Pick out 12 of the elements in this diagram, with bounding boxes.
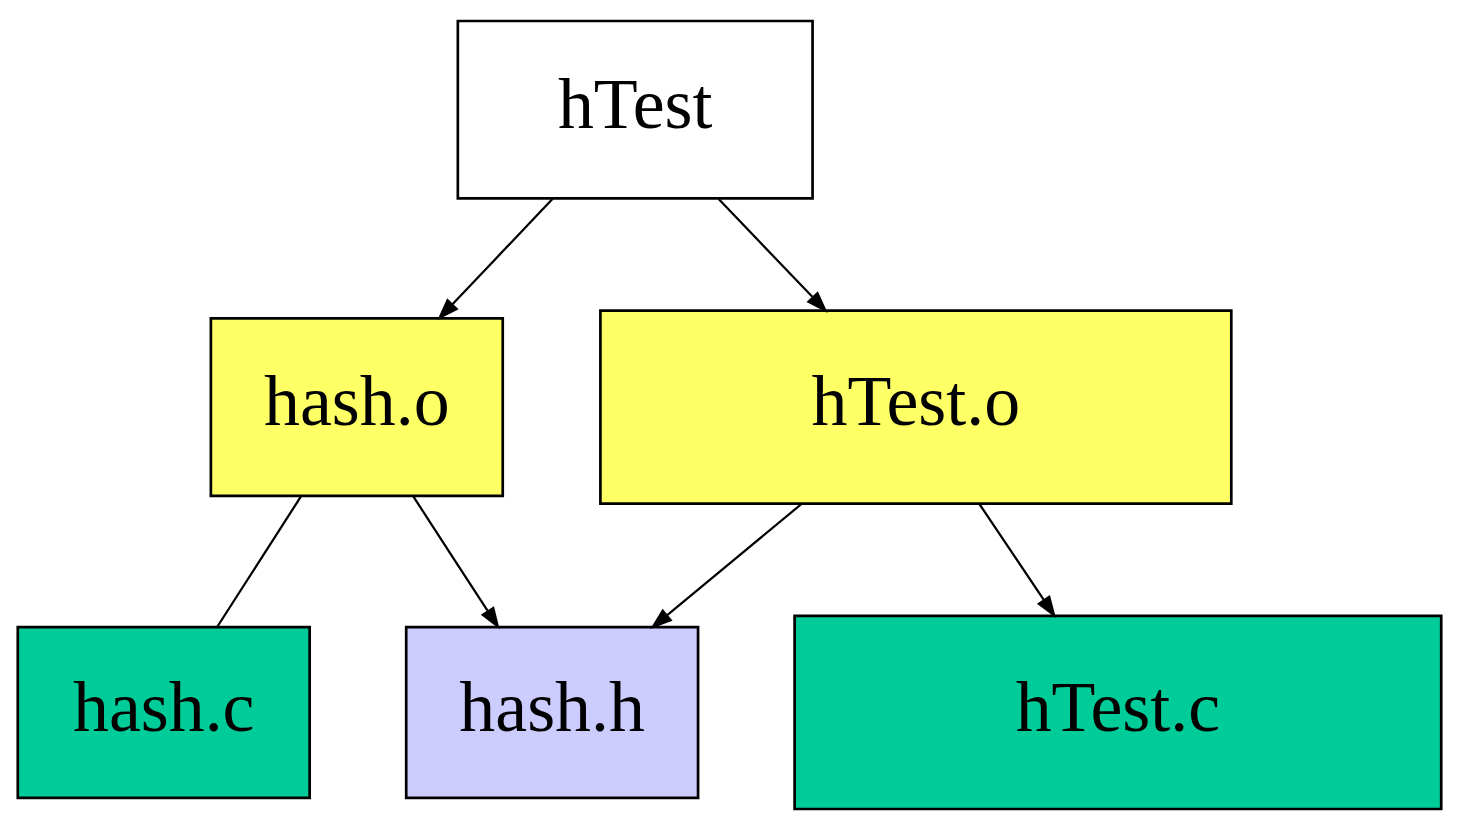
node-box: hash.o	[209, 316, 505, 497]
node-box: hTest.o	[599, 308, 1233, 505]
arrow	[717, 197, 828, 313]
node-box: hash.c	[16, 625, 311, 799]
node-box: hTest	[456, 19, 814, 200]
connector	[216, 495, 302, 627]
arrow	[978, 502, 1056, 618]
arrow	[650, 502, 803, 629]
arrow	[437, 197, 554, 320]
node-box: hTest.c	[793, 614, 1443, 810]
arrow	[412, 495, 500, 629]
node-box: hash.h	[404, 625, 700, 799]
